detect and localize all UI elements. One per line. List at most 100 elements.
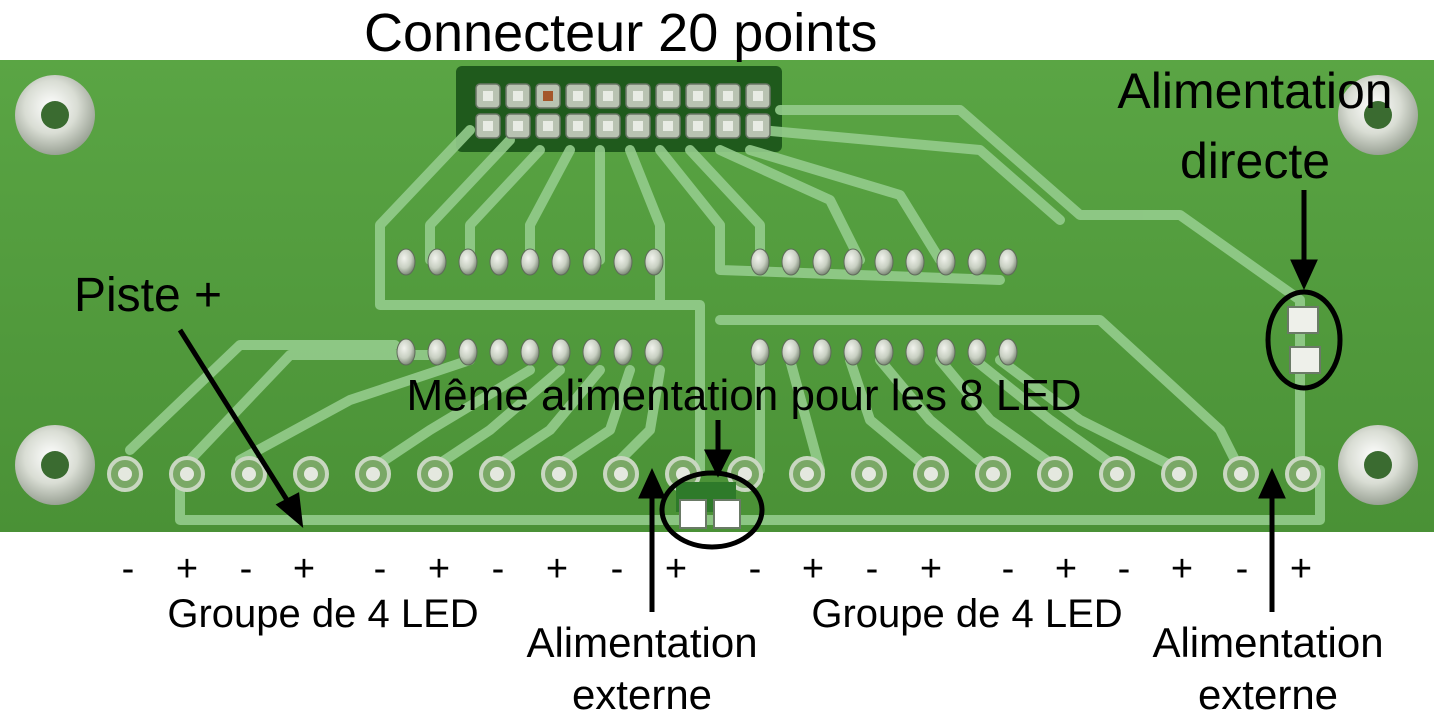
polarity-minus-sign: - xyxy=(491,548,505,590)
ic-pad xyxy=(998,338,1018,366)
same-power-label: Même alimentation pour les 8 LED xyxy=(406,371,1082,420)
ic-pad xyxy=(396,248,416,276)
ext-power-center-label-line1: Alimentation xyxy=(526,619,758,666)
ic-pad xyxy=(427,338,447,366)
led-pad xyxy=(231,456,267,492)
center-jumper-highlight xyxy=(659,470,765,550)
led-pad xyxy=(107,456,143,492)
polarity-plus-sign: + xyxy=(545,548,569,590)
connector-pin xyxy=(565,83,591,109)
polarity-minus-sign: - xyxy=(1001,548,1015,590)
ic-pad xyxy=(489,338,509,366)
led-pad xyxy=(1037,456,1073,492)
connector-pin xyxy=(475,83,501,109)
ext-power-right-label-line2: externe xyxy=(1197,671,1339,718)
connector-pin xyxy=(625,83,651,109)
led-pad xyxy=(355,456,391,492)
led-pad xyxy=(169,456,205,492)
led-pad xyxy=(975,456,1011,492)
mounting-holes xyxy=(15,75,1418,505)
polarity-plus-sign: + xyxy=(801,548,825,590)
direct-power-pads xyxy=(1287,306,1321,374)
connector-pin xyxy=(715,83,741,109)
ic-pad xyxy=(582,338,602,366)
polarity-plus-sign: + xyxy=(292,548,316,590)
ic-pad xyxy=(874,248,894,276)
connector-pin xyxy=(745,83,771,109)
led-pad xyxy=(479,456,515,492)
annotation-arrows xyxy=(177,190,1318,612)
ext-power-right-label-line1: Alimentation xyxy=(1152,619,1384,666)
connector-pin xyxy=(745,113,771,139)
ic-pad xyxy=(905,338,925,366)
ic-pad xyxy=(874,338,894,366)
ic-pad xyxy=(905,248,925,276)
ic-pad xyxy=(936,338,956,366)
group-right-label: Groupe de 4 LED xyxy=(811,592,1123,636)
polarity-minus-sign: - xyxy=(610,548,624,590)
polarity-minus-sign: - xyxy=(748,548,762,590)
ic-pad xyxy=(750,338,770,366)
connector-pin xyxy=(685,113,711,139)
ext-power-center-label-line2: externe xyxy=(571,671,713,718)
led-pad xyxy=(789,456,825,492)
ic-pad xyxy=(613,338,633,366)
ic-pad xyxy=(967,338,987,366)
ic-pad xyxy=(781,248,801,276)
ic-pads xyxy=(396,248,1018,366)
ic-pad xyxy=(843,248,863,276)
connector-pin xyxy=(595,83,621,109)
connector-pin xyxy=(535,83,561,109)
polarity-minus-sign: - xyxy=(373,548,387,590)
ic-pad xyxy=(520,338,540,366)
connector-pin xyxy=(505,113,531,139)
ic-pad xyxy=(750,248,770,276)
led-pad xyxy=(1285,456,1321,492)
direct-power-label-line2: directe xyxy=(1179,133,1331,189)
ic-pad xyxy=(551,248,571,276)
direct-power-highlight xyxy=(1265,289,1343,391)
polarity-plus-sign: + xyxy=(919,548,943,590)
ic-pad xyxy=(812,338,832,366)
connector-pin xyxy=(625,113,651,139)
ic-pad xyxy=(781,338,801,366)
ic-pad xyxy=(967,248,987,276)
ic-pad xyxy=(644,248,664,276)
polarity-minus-sign: - xyxy=(1235,548,1249,590)
ic-pad xyxy=(936,248,956,276)
ic-pad xyxy=(613,248,633,276)
led-pad xyxy=(417,456,453,492)
connector-pin xyxy=(565,113,591,139)
ic-pad xyxy=(582,248,602,276)
polarity-plus-sign: + xyxy=(1054,548,1078,590)
connector-pin xyxy=(655,83,681,109)
direct-power-label-line1: Alimentation xyxy=(1117,63,1393,119)
led-pad xyxy=(1161,456,1197,492)
connector-pin xyxy=(715,113,741,139)
ic-pad xyxy=(427,248,447,276)
ic-pad xyxy=(812,248,832,276)
polarity-plus-sign: + xyxy=(664,548,688,590)
connector-pin xyxy=(655,113,681,139)
polarity-plus-sign: + xyxy=(175,548,199,590)
led-pad xyxy=(293,456,329,492)
led-pad xyxy=(851,456,887,492)
connector-pin xyxy=(535,113,561,139)
connector-pin xyxy=(475,113,501,139)
connector-20-pins xyxy=(475,83,771,139)
group-left-label: Groupe de 4 LED xyxy=(167,592,479,636)
polarity-minus-sign: - xyxy=(1117,548,1131,590)
ic-pad xyxy=(551,338,571,366)
polarity-plus-sign: + xyxy=(427,548,451,590)
led-pads xyxy=(107,456,1321,492)
led-pad xyxy=(913,456,949,492)
led-pad xyxy=(541,456,577,492)
ic-pad xyxy=(489,248,509,276)
led-pad xyxy=(1223,456,1259,492)
ic-pad xyxy=(843,338,863,366)
ic-pad xyxy=(458,248,478,276)
center-jumper-pads xyxy=(676,482,741,529)
connector-pin xyxy=(595,113,621,139)
ic-pad xyxy=(998,248,1018,276)
polarity-minus-sign: - xyxy=(121,548,135,590)
